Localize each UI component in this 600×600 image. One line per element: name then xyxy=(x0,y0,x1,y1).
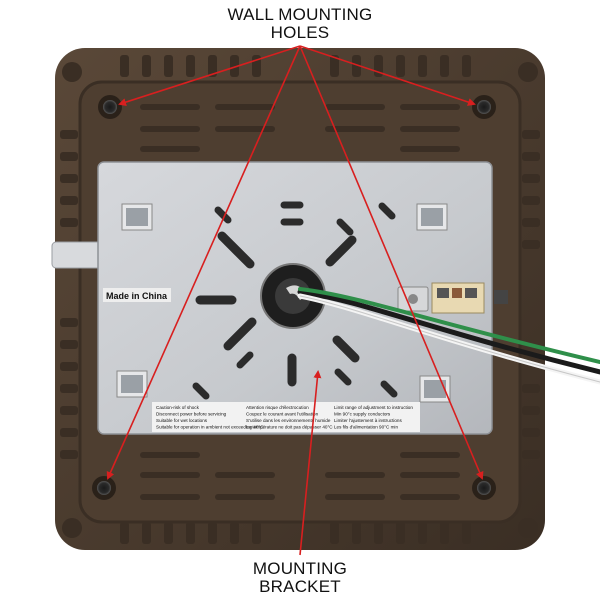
warning-fr-1: Attention risque d'électrocution xyxy=(246,405,309,410)
callout-bottom-line1: MOUNTING xyxy=(252,559,348,578)
mounting-bracket-plate: Made in China Caution-risk of shock Disc… xyxy=(97,161,508,435)
mounting-bracket-arrow xyxy=(299,370,322,556)
warning-right-3: Limiter l'ajustement à instructions xyxy=(334,418,402,423)
mounting-bracket-label: MOUNTING BRACKET xyxy=(200,560,400,596)
warning-fr-4: La température ne doit pas dépasser 40°C xyxy=(246,425,333,430)
warning-fr-2: Coupez le courant avant l'utilisation xyxy=(246,412,319,417)
warning-en-1: Caution-risk of shock xyxy=(156,405,200,410)
supply-wires xyxy=(297,287,600,385)
warning-en-3: Suitable for wet locations xyxy=(156,418,208,423)
callout-bottom-line2: BRACKET xyxy=(259,577,341,596)
warning-right-1: Limit range of adjustment to instruction xyxy=(334,405,413,410)
warning-fr-3: S'utilise dans les environnements humide xyxy=(246,418,331,423)
wall-mounting-hole-top-left xyxy=(98,95,122,119)
wall-mounting-hole-top-right xyxy=(472,95,496,119)
warning-right-2: Min 90°c supply conductors xyxy=(334,412,391,417)
warning-right-4: Les fils d'alimentation 90°C min xyxy=(334,425,398,430)
warning-en-4: Suitable for operation in ambient not ex… xyxy=(156,425,264,430)
made-in-china-label: Made in China xyxy=(106,291,168,301)
callout-top-line2: HOLES xyxy=(270,23,330,42)
wall-mounting-hole-bottom-left xyxy=(92,476,116,500)
wall-mounting-holes-label: WALL MOUNTING HOLES xyxy=(190,6,410,42)
wall-mounting-holes-arrows xyxy=(106,45,484,480)
wall-mounting-hole-bottom-right xyxy=(472,476,496,500)
callout-top-line1: WALL MOUNTING xyxy=(227,5,373,24)
warning-en-2: Disconnect power before servicing xyxy=(156,412,227,417)
